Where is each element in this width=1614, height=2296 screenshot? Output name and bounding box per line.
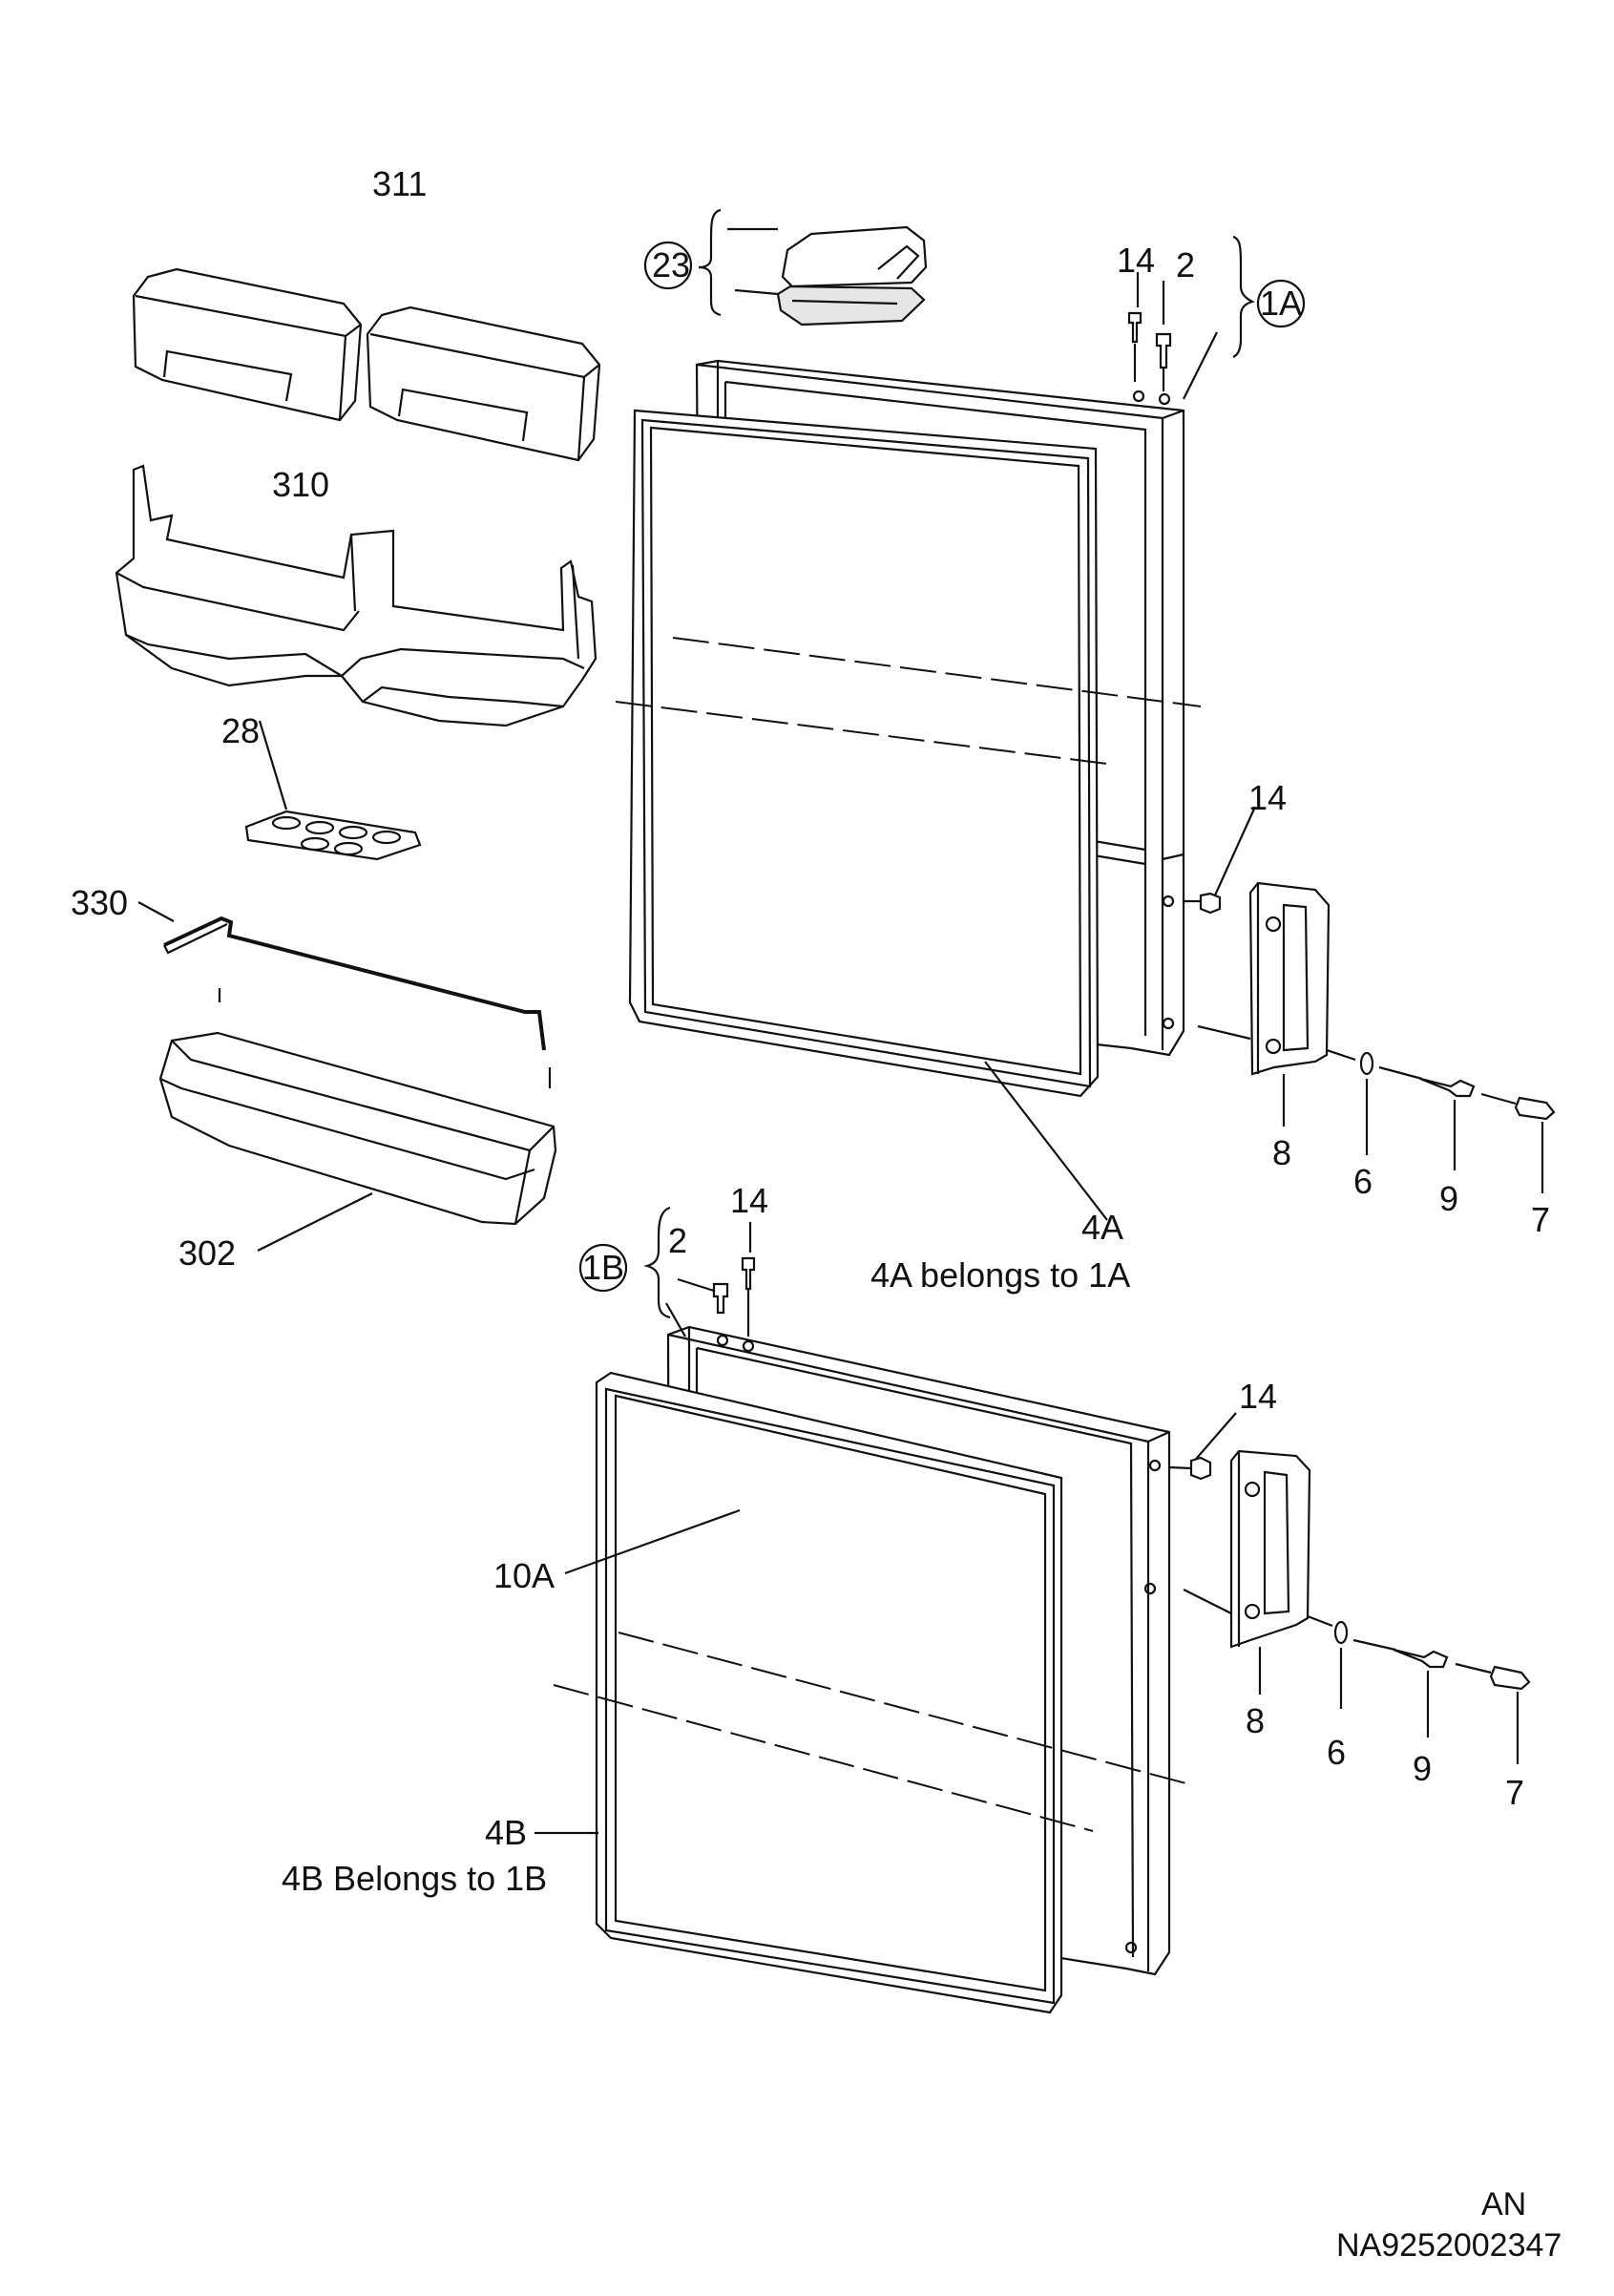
- label-4a: 4A: [1081, 1208, 1123, 1247]
- label-2-bottom: 2: [668, 1221, 687, 1260]
- label-1a: 1A: [1260, 284, 1302, 323]
- label-4b: 4B: [485, 1813, 527, 1852]
- label-7-top: 7: [1531, 1200, 1550, 1239]
- upper-handle-assembly: [1184, 806, 1556, 1121]
- label-14-handle-top: 14: [1248, 778, 1287, 817]
- part-23-cover: [643, 208, 928, 326]
- label-10a: 10A: [493, 1556, 555, 1595]
- lower-leader-lines: [535, 1508, 1520, 1835]
- footer-code-number: NA9252002347: [1336, 2227, 1562, 2264]
- lower-gasket-4b: [595, 1371, 1063, 2014]
- label-302: 302: [178, 1233, 236, 1273]
- label-6-top: 6: [1353, 1162, 1373, 1201]
- upper-hinge-screws: [1127, 235, 1306, 400]
- label-28: 28: [221, 711, 260, 750]
- lower-hinge-screws: [578, 1206, 756, 1338]
- upper-break-lines: [615, 637, 1202, 765]
- label-7-bottom: 7: [1505, 1773, 1524, 1812]
- label-310: 310: [272, 465, 329, 504]
- label-9-top: 9: [1439, 1179, 1458, 1218]
- label-8-top: 8: [1272, 1133, 1291, 1172]
- label-1b: 1B: [582, 1248, 624, 1287]
- part-311-covers: [132, 267, 601, 462]
- left-leader-lines: [137, 720, 373, 1252]
- label-6-bottom: 6: [1327, 1733, 1346, 1772]
- label-9-bottom: 9: [1413, 1749, 1432, 1788]
- label-2-top: 2: [1176, 245, 1195, 284]
- upper-leader-lines: [984, 1061, 1544, 1221]
- lower-handle-assembly: [1168, 1412, 1531, 1691]
- footer-code-an: AN: [1481, 2186, 1526, 2222]
- part-330-wire-rail: [163, 916, 552, 1088]
- label-4a-note: 4A belongs to 1A: [870, 1255, 1130, 1295]
- label-4b-note: 4B Belongs to 1B: [282, 1859, 547, 1898]
- label-14-top: 14: [1117, 241, 1155, 280]
- label-311: 311: [372, 164, 427, 203]
- lower-break-lines: [553, 1632, 1194, 1832]
- part-302-bottle-shelf: [158, 1031, 557, 1226]
- upper-gasket-4a: [628, 409, 1100, 1098]
- label-14-handle-bottom: 14: [1239, 1377, 1277, 1416]
- part-310-door-bin: [115, 464, 597, 727]
- label-23: 23: [652, 245, 690, 284]
- label-8-bottom: 8: [1246, 1701, 1265, 1740]
- part-28-egg-tray: [244, 810, 422, 861]
- label-14-bottom: 14: [730, 1181, 768, 1220]
- labels: 311 310 28 330 302 23 1A 14 2 14 8 6 9 7…: [71, 164, 1562, 2264]
- label-330: 330: [71, 883, 128, 922]
